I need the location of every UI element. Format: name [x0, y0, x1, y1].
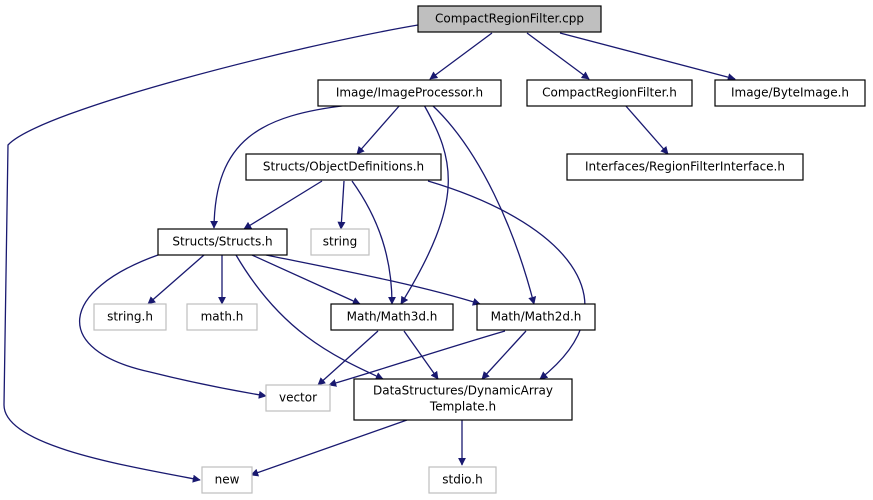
- edge-root-compactregionfilter-h: [526, 32, 590, 80]
- node-math3d-h[interactable]: Math/Math3d.h: [330, 303, 454, 331]
- node-label-line1: DataStructures/DynamicArray: [373, 384, 553, 398]
- node-byteimage-h[interactable]: Image/ByteImage.h: [714, 79, 866, 107]
- edge-structs-vector: [78, 254, 267, 399]
- edge-dynamicarray-new: [250, 419, 408, 477]
- node-label: CompactRegionFilter.h: [542, 86, 677, 100]
- edge-structs-math2d: [265, 254, 481, 306]
- node-label: Math/Math2d.h: [491, 310, 582, 324]
- node-math-h[interactable]: math.h: [186, 303, 258, 331]
- edge-imageprocessor-objectdefinitions: [356, 104, 401, 155]
- edge-root-new: [3, 24, 419, 483]
- node-label: string: [323, 235, 357, 249]
- node-dynamicarraytemplate-h[interactable]: DataStructures/DynamicArray Template.h: [353, 378, 573, 421]
- node-string[interactable]: string: [310, 228, 370, 256]
- node-label: Interfaces/RegionFilterInterface.h: [585, 160, 785, 174]
- edges: [3, 24, 736, 483]
- node-label: Math/Math3d.h: [347, 310, 438, 324]
- edge-objectdefinitions-string: [337, 180, 346, 230]
- node-compactregionfilter-h[interactable]: CompactRegionFilter.h: [526, 79, 693, 107]
- node-vector[interactable]: vector: [265, 384, 331, 412]
- node-label: stdio.h: [442, 473, 482, 487]
- edge-math2d-dynamicarray: [481, 330, 527, 380]
- edge-objectdefinitions-math3d: [351, 180, 396, 305]
- node-new[interactable]: new: [201, 466, 253, 494]
- node-math2d-h[interactable]: Math/Math2d.h: [476, 303, 596, 331]
- edge-objectdefinitions-structs: [243, 180, 323, 230]
- node-label: Structs/ObjectDefinitions.h: [263, 160, 424, 174]
- node-label: math.h: [201, 310, 244, 324]
- edge-math3d-vector: [317, 330, 379, 386]
- edge-root-imageprocessor: [429, 32, 493, 80]
- node-compactregionfilter-cpp[interactable]: CompactRegionFilter.cpp: [417, 5, 602, 33]
- node-label: new: [215, 473, 240, 487]
- edge-root-byteimage: [559, 32, 736, 82]
- node-stdio-h[interactable]: stdio.h: [428, 466, 497, 494]
- edge-structs-dynamicarray: [235, 254, 384, 380]
- edge-imageprocessor-structs: [210, 104, 351, 229]
- edge-structs-string-h: [147, 254, 205, 305]
- edge-math2d-vector: [328, 330, 506, 387]
- node-objectdefinitions-h[interactable]: Structs/ObjectDefinitions.h: [245, 153, 442, 181]
- edge-objectdefinitions-dynamicarray: [427, 180, 586, 380]
- node-regionfilterinterface-h[interactable]: Interfaces/RegionFilterInterface.h: [566, 153, 804, 181]
- edge-math3d-dynamicarray: [403, 330, 439, 380]
- node-label: Image/ImageProcessor.h: [336, 86, 483, 100]
- node-label: Structs/Structs.h: [172, 235, 272, 249]
- edge-imageprocessor-math3d: [400, 104, 449, 305]
- node-label-line2: Template.h: [429, 400, 496, 414]
- edge-compactregionfilter-h-regionfilterinterface: [624, 104, 669, 155]
- node-string-h[interactable]: string.h: [93, 303, 167, 331]
- node-label: vector: [279, 391, 317, 405]
- node-label: Image/ByteImage.h: [731, 86, 849, 100]
- node-structs-h[interactable]: Structs/Structs.h: [157, 228, 288, 256]
- node-label: string.h: [107, 310, 153, 324]
- edge-imageprocessor-math2d: [431, 104, 537, 305]
- node-label: CompactRegionFilter.cpp: [435, 12, 584, 26]
- edge-structs-math3d: [251, 254, 361, 305]
- node-imageprocessor-h[interactable]: Image/ImageProcessor.h: [317, 79, 502, 107]
